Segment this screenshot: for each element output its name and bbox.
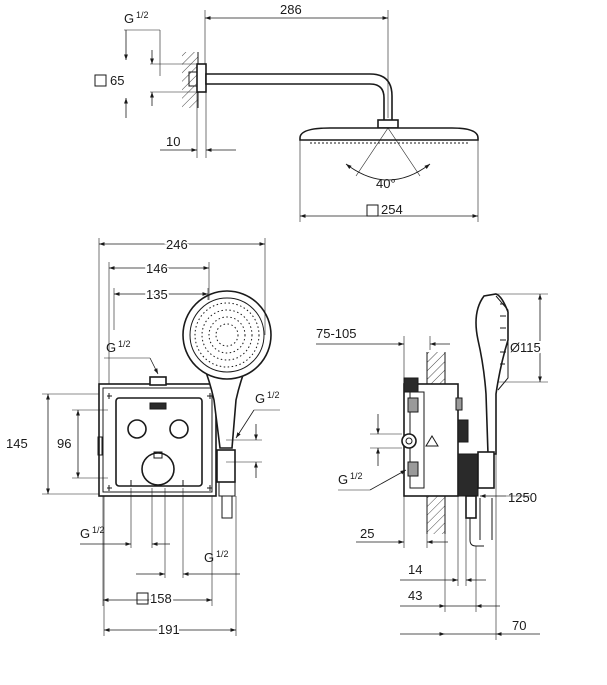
side-knob-main: [457, 453, 479, 497]
depth-14-label: 14: [408, 562, 422, 577]
head-shower-view: 40° 286 G 1/2 65 10 254: [94, 2, 479, 222]
wall-offset-label: 25: [360, 526, 374, 541]
side-thread-label: G: [255, 391, 265, 406]
inlet-top-thread-fraction: 1/2: [118, 339, 131, 349]
hand-shower-diameter-label: 115: [520, 340, 541, 355]
flange-size-label: 65: [110, 73, 124, 88]
side-view-thread-label: G: [338, 472, 348, 487]
shower-arm: [205, 73, 393, 123]
height-outer-label: 145: [6, 436, 28, 451]
top-outlet: [149, 376, 167, 386]
front-view: 246 146 135 G 1/2 G 1/2 145 96: [6, 235, 280, 639]
hand-shower-side: [475, 293, 509, 455]
depth-70-label: 70: [512, 618, 526, 633]
arm-length-label: 286: [280, 2, 302, 17]
overall-width-label: 246: [166, 237, 188, 252]
hose-length-label: 1250: [508, 490, 537, 505]
tilt-angle-label: 40°: [376, 176, 396, 191]
head-size-label: 254: [381, 202, 403, 217]
hose-holder: [216, 449, 236, 483]
flange-depth-label: 10: [166, 134, 180, 149]
bottom-right-thread-label: G: [204, 550, 214, 565]
top-thread-label: G: [124, 11, 134, 26]
diameter-symbol: Ø: [510, 340, 520, 355]
button-right: [169, 419, 189, 439]
bottom-right-thread-fraction: 1/2: [216, 549, 229, 559]
head-shower: [299, 127, 479, 141]
side-inlet: [401, 433, 417, 449]
hand-shower-offset-label: 146: [146, 261, 168, 276]
depth-43-label: 43: [408, 588, 422, 603]
bottom-left-thread-label: G: [80, 526, 90, 541]
thermostat-knob: [141, 452, 175, 486]
side-knob-top: [457, 419, 469, 443]
wall-hatch-top: [182, 52, 198, 108]
box-size-label: 158: [150, 591, 172, 606]
side-view: 75-105 Ø 115 G 1/2 1250 25 14: [316, 293, 548, 640]
square-symbol-65: [94, 74, 107, 87]
inlet-top-thread-label: G: [106, 340, 116, 355]
install-depth-label: 75-105: [316, 326, 356, 341]
side-view-thread-fraction: 1/2: [350, 471, 363, 481]
height-inner-label: 96: [57, 436, 71, 451]
arm-joint: [377, 119, 399, 129]
arm-flange: [196, 63, 207, 93]
button-left: [127, 419, 147, 439]
top-thread-fraction: 1/2: [136, 10, 149, 20]
bottom-left-thread-fraction: 1/2: [92, 525, 105, 535]
bottom-width-label: 191: [158, 622, 180, 637]
side-thread-fraction: 1/2: [267, 390, 280, 400]
outlet-offset-label: 135: [146, 287, 168, 302]
